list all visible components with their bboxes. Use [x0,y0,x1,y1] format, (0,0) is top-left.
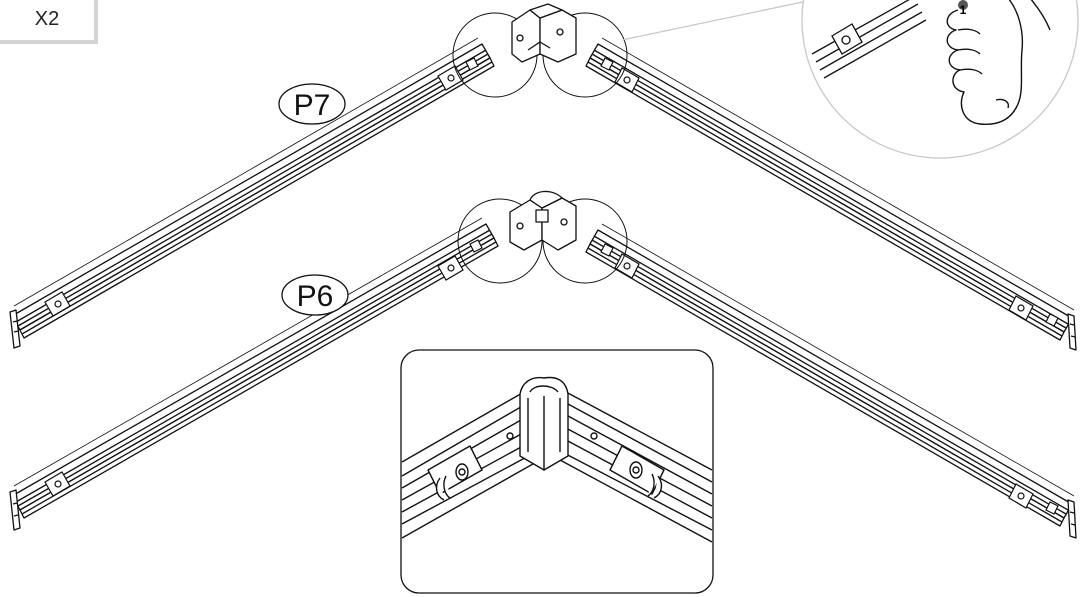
p6-label: P6 [281,274,349,316]
lower-left-rail [9,217,499,531]
p6-label-text: P6 [297,280,334,313]
inset-left-clip [427,445,483,501]
step-marker [958,0,968,10]
p7-label: P7 [278,83,346,125]
lower-corner-connector-icon [509,190,577,251]
upper-corner-connector-icon [511,3,577,63]
lower-left-clip-a [44,471,71,497]
upper-right-clip-b [1008,295,1059,327]
quantity-label: X2 [34,8,60,30]
inset-right-clip [609,445,665,499]
lower-left-clip-b [437,239,483,281]
quantity-badge: X2 [0,0,98,44]
upper-right-rail [585,37,1077,351]
hand-callout: 1 [621,0,1079,159]
hand-callout-rail [811,0,927,79]
lower-right-clip-a [600,243,640,279]
inset-corner-connector-icon [519,376,569,471]
p7-label-text: P7 [294,89,331,122]
step-number: 1 [960,3,967,17]
lower-right-clip-b [1008,483,1059,515]
hand-icon [946,0,1051,125]
upper-left-clip-a [44,291,71,317]
detail-inset [400,349,714,594]
upper-left-rail [9,37,495,349]
upper-right-clip-a [600,57,640,93]
lower-right-rail [585,223,1077,539]
